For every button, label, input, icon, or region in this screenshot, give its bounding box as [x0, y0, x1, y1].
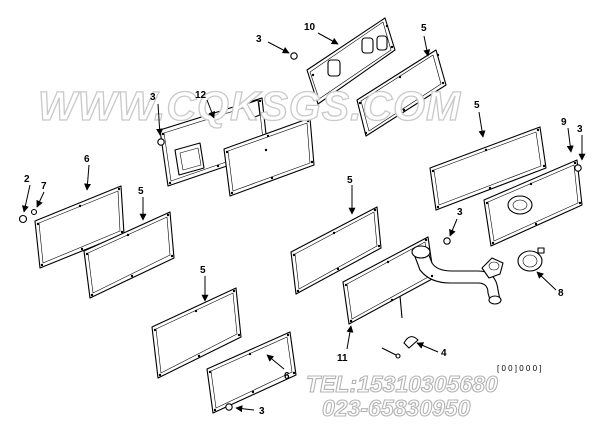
- callout-3: 3: [577, 124, 583, 135]
- callout-3: 3: [457, 207, 463, 218]
- callout-11: 11: [337, 353, 348, 364]
- bent-pipe: [411, 245, 504, 305]
- callout-numbers: 10 5 3 3 12 5 5 9 3 6 2 7 5 5 3 8 11 4 6…: [24, 22, 583, 417]
- callout-leaders: [21, 32, 586, 413]
- gasket-part-5-center: [290, 206, 382, 295]
- cover-plate-far-right: [483, 159, 583, 247]
- callout-3: 3: [150, 92, 156, 103]
- phone-alt-watermark: 023-65830950: [322, 395, 471, 421]
- callout-5: 5: [138, 186, 144, 197]
- callout-2: 2: [24, 174, 30, 185]
- callout-3: 3: [256, 34, 262, 45]
- gasket-part-6-bottom: [206, 331, 297, 414]
- callout-7: 7: [41, 181, 47, 192]
- callout-5: 5: [421, 23, 427, 34]
- gasket-part-5-right: [429, 126, 547, 211]
- gasket-part-5-middle: [223, 117, 315, 197]
- callout-3: 3: [259, 406, 265, 417]
- gasket-part-5-left: [83, 211, 175, 299]
- callout-8: 8: [558, 288, 564, 299]
- bolt-fasteners: [18, 52, 582, 411]
- callout-6: 6: [84, 154, 90, 165]
- pin-part-4: [381, 336, 419, 359]
- callout-5: 5: [474, 100, 480, 111]
- callout-6: 6: [284, 371, 290, 382]
- callout-5: 5: [347, 175, 353, 186]
- cover-plate-part-10: [306, 17, 396, 105]
- callout-12: 12: [195, 90, 207, 101]
- figure-reference: [ 0 0 ] 0 0 0 ]: [497, 364, 541, 373]
- clamp-ring-part-8: [517, 247, 545, 272]
- callout-4: 4: [441, 348, 447, 359]
- callout-5: 5: [200, 265, 206, 276]
- phone-tel-watermark: TEL:15310305680: [306, 371, 498, 397]
- gasket-part-5-top: [356, 49, 447, 137]
- callout-9: 9: [561, 117, 567, 128]
- callout-10: 10: [304, 22, 316, 33]
- watermark-text: WWW.CQKSGS.COM: [38, 83, 461, 129]
